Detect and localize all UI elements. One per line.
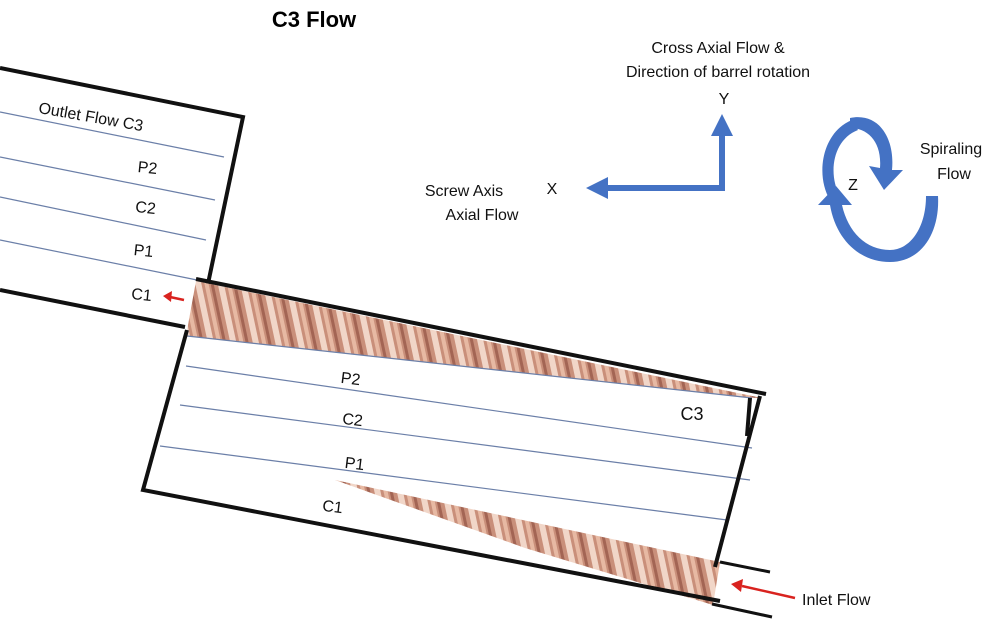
main-channel-p2-label: P2 bbox=[340, 370, 362, 389]
main-divider-2 bbox=[179, 404, 751, 481]
outlet-top-wall bbox=[0, 66, 246, 299]
main-divider-1 bbox=[185, 365, 753, 449]
main-divider-3 bbox=[159, 445, 728, 521]
x-arrow-head bbox=[586, 177, 608, 199]
y-arrow-head bbox=[711, 114, 733, 136]
x-axis-title-line1: Screw Axis bbox=[425, 183, 503, 200]
barrel-bottom-wall bbox=[140, 329, 721, 603]
main-section: P2 C2 P1 C1 C3 bbox=[140, 277, 773, 619]
x-axis-letter: X bbox=[547, 181, 558, 198]
spiral-label-line2: Flow bbox=[937, 166, 971, 183]
main-channel-p1-label: P1 bbox=[344, 455, 366, 474]
outlet-divider-3 bbox=[0, 196, 207, 241]
main-channel-c3-label: C3 bbox=[680, 404, 703, 424]
upper-polymer-band bbox=[186, 281, 762, 398]
diagram-title: C3 Flow bbox=[272, 7, 357, 32]
c3-end-wall bbox=[745, 397, 752, 437]
outlet-divider-1 bbox=[0, 111, 225, 158]
outlet-divider-2 bbox=[0, 156, 216, 201]
main-divider-top bbox=[186, 335, 753, 399]
inlet-flow-label: Inlet Flow bbox=[802, 592, 871, 609]
barrel-top-wall bbox=[195, 277, 767, 396]
outlet-bottom-wall bbox=[0, 288, 186, 329]
z-axis-letter: Z bbox=[848, 177, 858, 194]
inlet-pipe-top bbox=[719, 560, 771, 574]
inlet-arrow-head bbox=[731, 579, 743, 592]
main-channel-c2-label: C2 bbox=[341, 411, 363, 430]
y-axis-letter: Y bbox=[719, 91, 730, 108]
outlet-divider-4 bbox=[0, 239, 198, 281]
outlet-flow-arrow-shaft bbox=[169, 295, 185, 302]
axes-indicator: Cross Axial Flow & Direction of barrel r… bbox=[425, 40, 982, 262]
inlet-indicator: Inlet Flow bbox=[731, 579, 871, 609]
inlet-pipe-bottom bbox=[711, 602, 773, 619]
barrel-right-wall bbox=[713, 395, 762, 568]
spiral-label-line1: Spiraling bbox=[920, 141, 982, 158]
outlet-section: Outlet Flow C3 P2 C2 P1 C1 bbox=[0, 66, 246, 329]
outlet-flow-arrow-head bbox=[163, 291, 172, 302]
y-axis-title-line2: Direction of barrel rotation bbox=[626, 64, 810, 81]
outlet-channel-p2-label: P2 bbox=[137, 159, 158, 178]
outlet-channel-c2-label: C2 bbox=[134, 199, 156, 218]
main-channel-c1-label: C1 bbox=[321, 498, 343, 517]
axis-arrows-line bbox=[606, 134, 725, 191]
inlet-arrow-shaft bbox=[741, 584, 796, 600]
outlet-channel-p1-label: P1 bbox=[133, 242, 154, 261]
x-axis-title-line2: Axial Flow bbox=[446, 207, 519, 224]
spiral-flow-icon bbox=[818, 117, 939, 262]
y-axis-title-line1: Cross Axial Flow & bbox=[651, 40, 785, 57]
lower-polymer-band bbox=[335, 480, 720, 605]
outlet-channel-c1-label: C1 bbox=[130, 286, 152, 305]
